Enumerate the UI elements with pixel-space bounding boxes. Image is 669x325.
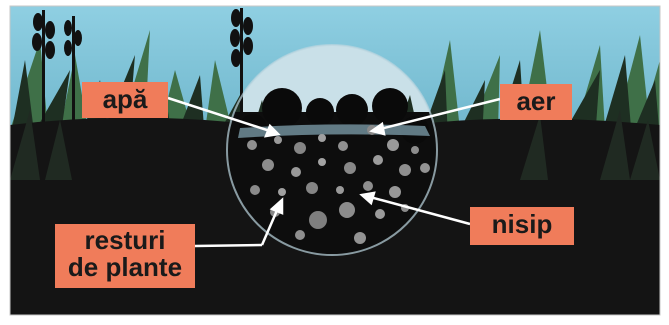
- label-water: apă: [82, 82, 168, 118]
- label-plant-remains-line2: de plante: [61, 254, 189, 281]
- label-air: aer: [500, 84, 572, 120]
- label-plant-remains-line1: resturi: [61, 227, 189, 254]
- label-sand: nisip: [470, 207, 574, 245]
- label-plant-remains: resturi de plante: [55, 224, 195, 288]
